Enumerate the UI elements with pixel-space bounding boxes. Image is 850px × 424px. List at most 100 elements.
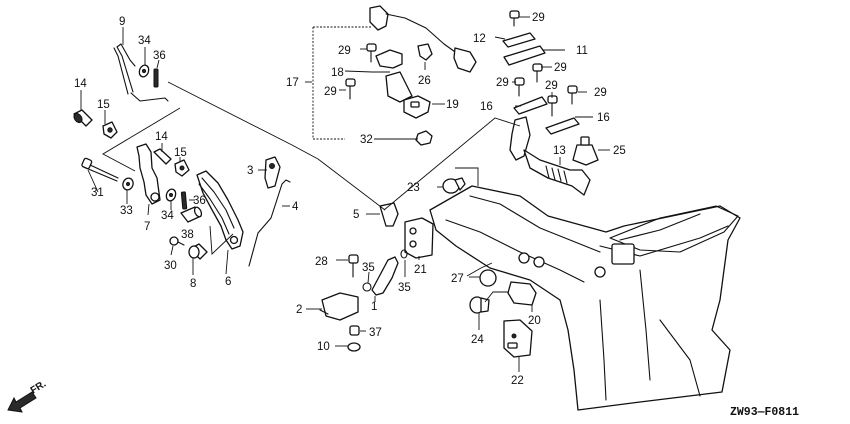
callout-14[interactable]: 14 bbox=[155, 131, 168, 143]
callout-5[interactable]: 5 bbox=[353, 209, 359, 221]
part-37-cap[interactable] bbox=[349, 325, 360, 336]
part-14-stud-lower[interactable] bbox=[153, 148, 172, 165]
part-29-bolt[interactable] bbox=[567, 85, 578, 105]
callout-labels: 9 34 36 14 15 14 15 31 33 7 34 36 38 30 … bbox=[74, 12, 626, 387]
part-7-arm[interactable] bbox=[136, 143, 161, 205]
callout-1[interactable]: 1 bbox=[371, 301, 377, 313]
part-27-plug[interactable] bbox=[479, 269, 497, 287]
part-26-clamp[interactable] bbox=[417, 43, 433, 61]
callout-7[interactable]: 7 bbox=[144, 221, 150, 233]
callout-29[interactable]: 29 bbox=[532, 12, 545, 24]
part-10-nut[interactable] bbox=[347, 342, 361, 352]
callout-35[interactable]: 35 bbox=[362, 262, 375, 274]
callout-29[interactable]: 29 bbox=[545, 80, 558, 92]
part-28-bolt[interactable] bbox=[348, 254, 359, 278]
part-9-rod[interactable] bbox=[113, 43, 169, 102]
part-4-rod[interactable] bbox=[248, 179, 291, 267]
part-16-plate[interactable] bbox=[513, 96, 548, 115]
callout-15[interactable]: 15 bbox=[174, 147, 187, 159]
part-19-bracket[interactable] bbox=[403, 95, 431, 119]
part-23-plug[interactable] bbox=[442, 177, 466, 194]
part-13-shift-shaft[interactable] bbox=[509, 116, 591, 196]
callout-14[interactable]: 14 bbox=[74, 78, 87, 90]
part-12-plate[interactable] bbox=[502, 32, 536, 48]
part-14-stud[interactable] bbox=[72, 109, 93, 127]
callout-32[interactable]: 32 bbox=[360, 134, 373, 146]
part-34-washer-lower[interactable] bbox=[165, 188, 178, 202]
part-35-clamp[interactable] bbox=[362, 282, 372, 292]
part-29-bolt[interactable] bbox=[509, 10, 520, 27]
part-36-pin-lower[interactable] bbox=[180, 191, 188, 210]
part-34-washer[interactable] bbox=[138, 64, 151, 78]
part-16-plate[interactable] bbox=[545, 117, 580, 135]
callout-27[interactable]: 27 bbox=[451, 273, 464, 285]
part-2-valve[interactable] bbox=[319, 292, 359, 321]
callout-34[interactable]: 34 bbox=[161, 210, 174, 222]
part-30-screw[interactable] bbox=[169, 236, 185, 246]
part-3-clip[interactable] bbox=[264, 156, 281, 189]
callout-22[interactable]: 22 bbox=[511, 375, 524, 387]
callout-15[interactable]: 15 bbox=[97, 99, 110, 111]
callout-24[interactable]: 24 bbox=[471, 334, 484, 346]
part-29-bolt[interactable] bbox=[345, 78, 356, 100]
callout-30[interactable]: 30 bbox=[164, 260, 177, 272]
part-21-filter[interactable] bbox=[404, 217, 434, 259]
part-1-hose[interactable] bbox=[371, 256, 399, 296]
callout-12[interactable]: 12 bbox=[473, 33, 486, 45]
callout-34[interactable]: 34 bbox=[138, 35, 151, 47]
callout-13[interactable]: 13 bbox=[553, 145, 566, 157]
callout-21[interactable]: 21 bbox=[414, 264, 427, 276]
part-38-sleeve[interactable] bbox=[180, 206, 203, 223]
callout-10[interactable]: 10 bbox=[317, 341, 330, 353]
callout-20[interactable]: 20 bbox=[528, 315, 541, 327]
callout-28[interactable]: 28 bbox=[315, 256, 328, 268]
callout-16[interactable]: 16 bbox=[597, 112, 610, 124]
part-5-clip[interactable] bbox=[379, 202, 399, 227]
part-20-grommet[interactable] bbox=[507, 281, 537, 306]
callout-31[interactable]: 31 bbox=[91, 187, 104, 199]
part-36-pin[interactable] bbox=[153, 68, 159, 88]
callout-36[interactable]: 36 bbox=[153, 50, 166, 62]
callout-37[interactable]: 37 bbox=[369, 327, 382, 339]
callout-9[interactable]: 9 bbox=[119, 16, 125, 28]
callout-4[interactable]: 4 bbox=[292, 201, 299, 213]
part-17-harness-assembly[interactable] bbox=[369, 5, 477, 103]
part-29-bolt[interactable] bbox=[366, 43, 377, 63]
callout-29[interactable]: 29 bbox=[594, 87, 607, 99]
part-15-clip[interactable] bbox=[102, 121, 118, 139]
part-11-plate[interactable] bbox=[503, 45, 546, 66]
callout-18[interactable]: 18 bbox=[331, 67, 344, 79]
callout-2[interactable]: 2 bbox=[296, 304, 302, 316]
callout-16[interactable]: 16 bbox=[480, 101, 493, 113]
callout-8[interactable]: 8 bbox=[190, 278, 196, 290]
callout-29[interactable]: 29 bbox=[338, 45, 351, 57]
part-29-bolt[interactable] bbox=[532, 63, 543, 83]
callout-11[interactable]: 11 bbox=[576, 45, 588, 57]
callout-38[interactable]: 38 bbox=[181, 229, 194, 241]
part-24-plug[interactable] bbox=[469, 296, 490, 314]
part-8-bushing[interactable] bbox=[188, 243, 208, 260]
callout-36[interactable]: 36 bbox=[193, 195, 206, 207]
part-33-washer[interactable] bbox=[121, 177, 135, 192]
part-29-bolt[interactable] bbox=[547, 95, 558, 117]
callout-25[interactable]: 25 bbox=[613, 145, 626, 157]
callout-26[interactable]: 26 bbox=[418, 75, 431, 87]
callout-33[interactable]: 33 bbox=[120, 205, 133, 217]
callout-29[interactable]: 29 bbox=[496, 77, 509, 89]
part-6-lever[interactable] bbox=[196, 170, 244, 250]
part-32-nut[interactable] bbox=[415, 130, 433, 146]
part-35-clamp[interactable] bbox=[400, 249, 408, 259]
part-22-cover[interactable] bbox=[503, 319, 533, 358]
part-25-boot[interactable] bbox=[572, 136, 599, 166]
callout-6[interactable]: 6 bbox=[225, 276, 231, 288]
callout-29[interactable]: 29 bbox=[324, 86, 337, 98]
callout-29[interactable]: 29 bbox=[554, 62, 567, 74]
part-31-bolt[interactable] bbox=[81, 157, 119, 182]
callout-19[interactable]: 19 bbox=[446, 99, 459, 111]
callout-23[interactable]: 23 bbox=[407, 182, 420, 194]
callout-35[interactable]: 35 bbox=[398, 282, 411, 294]
part-15-clip-lower[interactable] bbox=[174, 159, 190, 177]
part-29-bolt[interactable] bbox=[514, 77, 525, 97]
callout-17[interactable]: 17 bbox=[286, 77, 299, 89]
callout-3[interactable]: 3 bbox=[247, 165, 253, 177]
